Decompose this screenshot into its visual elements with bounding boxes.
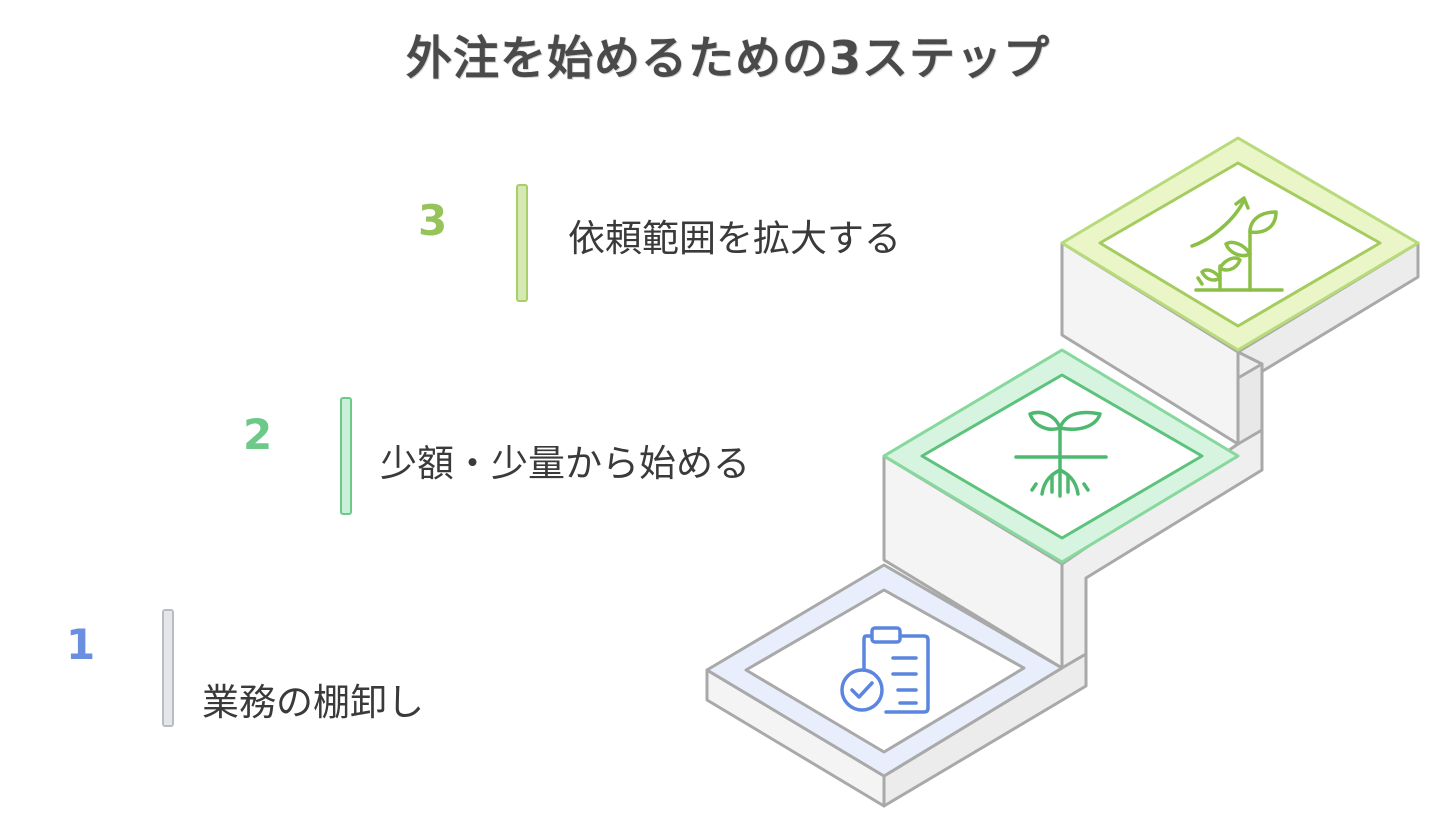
step-2-label: 少額・少量から始める: [380, 442, 750, 485]
step-3-label: 依頼範囲を拡大する: [568, 217, 901, 260]
page-title: 外注を始めるための3ステップ: [405, 31, 1050, 85]
step-1-label: 業務の棚卸し: [202, 681, 424, 724]
clipboard-check-icon: [840, 626, 930, 714]
step-1-number: 1: [66, 620, 96, 669]
growing-plant-icon: [1190, 196, 1284, 292]
sprout-roots-icon: [1014, 410, 1108, 498]
stair-risers: [705, 241, 1420, 808]
step-1-bar: [162, 609, 174, 727]
step-2-number: 2: [243, 410, 273, 459]
step-1-platform: [705, 563, 1064, 778]
step-3-number: 3: [418, 196, 448, 245]
step-2-bar: [340, 397, 352, 515]
step-3-bar: [516, 184, 528, 302]
